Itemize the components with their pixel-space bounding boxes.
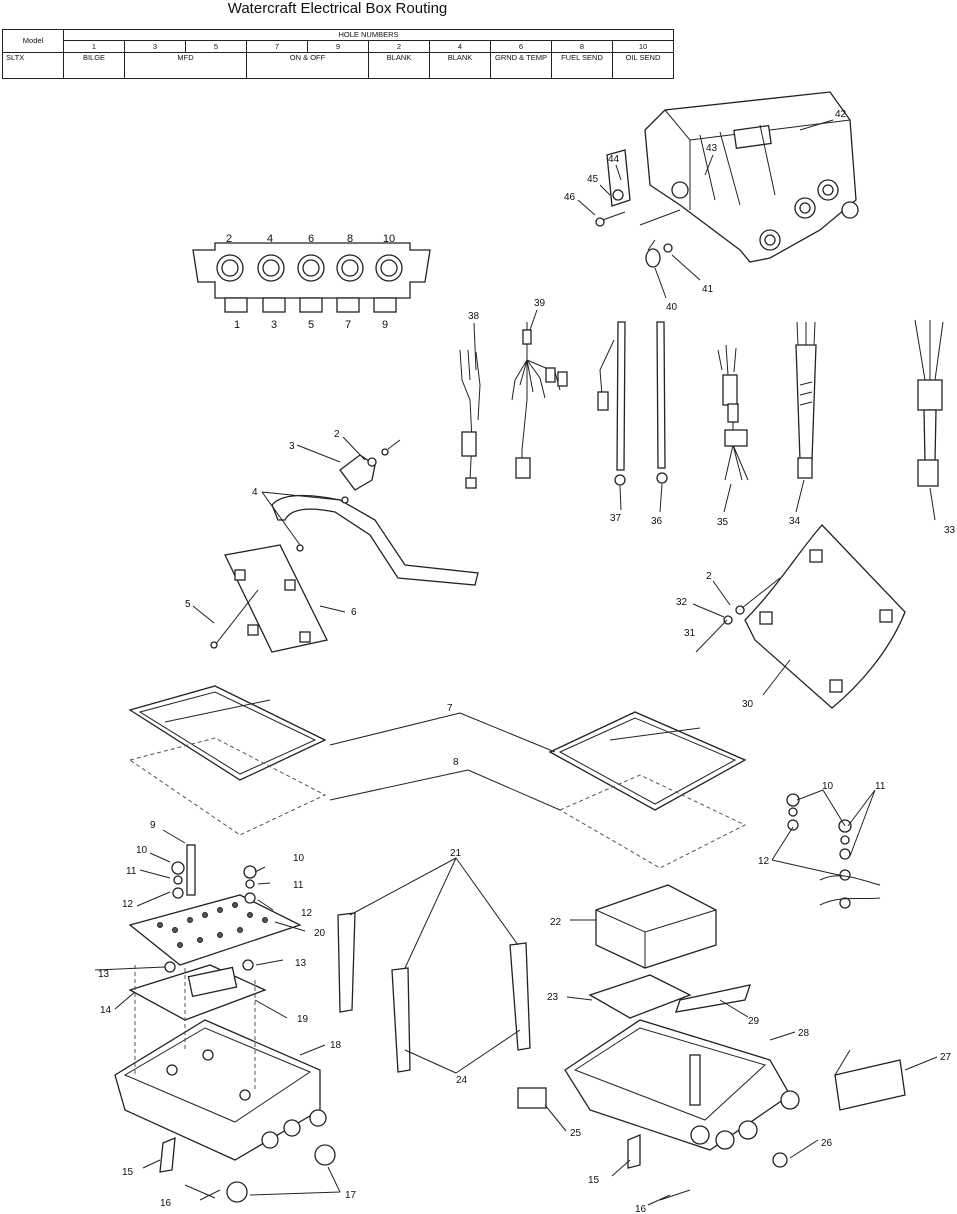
leader-lines: [94, 119, 938, 1206]
right-box-assembly: [517, 793, 906, 1201]
callout-20: 20: [314, 928, 326, 939]
hole-8-function: FUEL SEND: [551, 52, 613, 79]
callout-45: 45: [587, 174, 599, 185]
callout-15-right: 15: [588, 1175, 600, 1186]
hole-number-bottom: 3: [271, 319, 277, 331]
callout-10: 10: [136, 845, 148, 856]
callout-26: 26: [821, 1138, 833, 1149]
callout-41: 41: [702, 284, 714, 295]
hole-6-function: GRND & TEMP: [490, 52, 552, 79]
assembled-electrical-box: [595, 91, 859, 268]
callout-9: 9: [150, 820, 156, 831]
callout-33: 33: [944, 525, 956, 536]
hole-number-bottom: 1: [234, 319, 240, 331]
hole-number-bottom: 5: [308, 319, 314, 331]
hole-number-top: 2: [226, 233, 232, 245]
hole-3-5-function: MFD: [124, 52, 247, 79]
callout-3: 3: [289, 441, 295, 452]
model-cell: SLTX: [2, 52, 64, 79]
callout-12-right: 12: [758, 856, 770, 867]
callout-11-right: 11: [875, 781, 886, 792]
callout-43: 43: [706, 143, 718, 154]
callout-25: 25: [570, 1128, 582, 1139]
wire-harnesses: [459, 319, 944, 489]
callout-5: 5: [185, 599, 191, 610]
callout-40: 40: [666, 302, 678, 313]
callout-7: 7: [447, 703, 453, 714]
callout-37: 37: [610, 513, 622, 524]
callout-6: 6: [351, 607, 357, 618]
callout-17: 17: [345, 1190, 357, 1201]
hole-4-function: BLANK: [429, 52, 491, 79]
callout-28: 28: [798, 1028, 810, 1039]
callout-11: 11: [126, 866, 137, 877]
hole-2-function: BLANK: [368, 52, 430, 79]
callout-44: 44: [608, 154, 620, 165]
callout-22: 22: [550, 917, 562, 928]
bracket-assembly: [210, 439, 479, 653]
callout-46: 46: [564, 192, 576, 203]
hole-position-diagram: 2 4 6 8 10 1 3 5 7 9: [192, 233, 431, 331]
hole-1-function: BILGE: [63, 52, 125, 79]
callout-31: 31: [684, 628, 696, 639]
jumper-straps: [337, 912, 531, 1073]
callout-10-left: 10: [293, 853, 305, 864]
hole-number-top: 10: [383, 233, 395, 245]
callout-30: 30: [742, 699, 754, 710]
callout-19: 19: [297, 1014, 309, 1025]
callout-39: 39: [534, 298, 546, 309]
callout-14: 14: [100, 1005, 112, 1016]
callout-labels: 42 44 43 45 46 41 40 38 39 37 36 35 34 3…: [98, 109, 956, 1214]
callout-2-right: 2: [706, 571, 712, 582]
callout-10-right: 10: [822, 781, 834, 792]
callout-16-right: 16: [635, 1204, 647, 1214]
callout-27: 27: [940, 1052, 952, 1063]
callout-13-left: 13: [295, 958, 307, 969]
callout-42: 42: [835, 109, 847, 120]
callout-32: 32: [676, 597, 688, 608]
callout-12-left: 12: [301, 908, 313, 919]
callout-21: 21: [450, 848, 462, 859]
callout-36: 36: [651, 516, 663, 527]
callout-13: 13: [98, 969, 110, 980]
left-box-assembly: [114, 844, 336, 1203]
hole-numbers-table: Model HOLE NUMBERS 1 3 5 7 9 2 4 6 8 10 …: [2, 29, 674, 79]
callout-38: 38: [468, 311, 480, 322]
callout-24: 24: [456, 1075, 468, 1086]
callout-16: 16: [160, 1198, 172, 1209]
hole-number-bottom: 9: [382, 319, 388, 331]
callout-12: 12: [122, 899, 134, 910]
cover-plate: [695, 524, 906, 709]
hole-10-function: OIL SEND: [612, 52, 674, 79]
hole-7-9-function: ON & OFF: [246, 52, 369, 79]
callout-35: 35: [717, 517, 729, 528]
hole-number-bottom: 7: [345, 319, 351, 331]
page-title: Watercraft Electrical Box Routing: [227, 0, 448, 17]
callout-18: 18: [330, 1040, 342, 1051]
callout-11-left: 11: [293, 880, 304, 891]
callout-8: 8: [453, 757, 459, 768]
callout-15: 15: [122, 1167, 134, 1178]
hole-number-top: 8: [347, 233, 353, 245]
callout-23: 23: [547, 992, 559, 1003]
callout-2: 2: [334, 429, 340, 440]
lids-and-gaskets: [128, 685, 747, 869]
callout-4: 4: [252, 487, 258, 498]
callout-34: 34: [789, 516, 801, 527]
model-header-cell: Model: [2, 29, 64, 53]
hole-number-top: 4: [267, 233, 273, 245]
hole-number-top: 6: [308, 233, 314, 245]
callout-29: 29: [748, 1016, 760, 1027]
